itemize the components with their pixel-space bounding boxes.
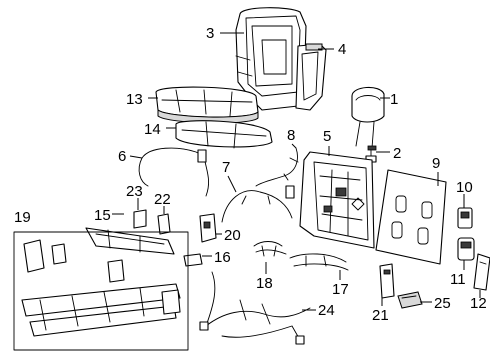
callout-25: 25 xyxy=(434,295,451,312)
callout-8: 8 xyxy=(287,127,295,144)
cable-8 xyxy=(255,147,299,187)
track-bracket xyxy=(85,227,175,255)
switch-10 xyxy=(457,207,473,229)
callout-17: 17 xyxy=(332,281,349,298)
wiring-harness-24 xyxy=(199,271,311,345)
callout-15: 15 xyxy=(94,207,111,224)
bracket-23 xyxy=(133,209,147,229)
connector-16 xyxy=(183,253,203,267)
callout-24: 24 xyxy=(318,302,335,319)
callout-3: 3 xyxy=(206,25,214,42)
module-25 xyxy=(397,291,423,309)
callout-2: 2 xyxy=(393,145,401,162)
seat-back-panel xyxy=(295,43,327,111)
seat-track-assembly xyxy=(13,231,189,351)
bracket-12 xyxy=(473,253,490,291)
latch-20 xyxy=(199,213,217,243)
callout-20: 20 xyxy=(224,227,241,244)
bracket-22 xyxy=(157,213,171,235)
harness-18 xyxy=(253,241,287,257)
callout-6: 6 xyxy=(118,148,126,165)
headrest xyxy=(351,86,385,149)
callout-14: 14 xyxy=(144,121,161,138)
cable-7 xyxy=(221,185,295,223)
callout-7: 7 xyxy=(222,159,230,176)
callout-23: 23 xyxy=(126,183,143,200)
cable-6 xyxy=(138,147,209,197)
harness-17 xyxy=(289,253,349,271)
callout-12: 12 xyxy=(470,295,487,312)
callout-22: 22 xyxy=(154,191,171,208)
handle-21 xyxy=(379,263,395,299)
leader-lines xyxy=(112,32,481,311)
callout-18: 18 xyxy=(256,275,273,292)
callout-1: 1 xyxy=(390,91,398,108)
callout-21: 21 xyxy=(372,307,389,324)
callout-labels: 3 4 13 14 1 8 5 2 6 7 9 10 23 22 19 15 2… xyxy=(14,25,487,324)
seat-cushion xyxy=(155,86,259,124)
callout-19: 19 xyxy=(14,209,31,226)
back-panel-board xyxy=(375,169,447,265)
callout-9: 9 xyxy=(432,155,440,172)
callout-13: 13 xyxy=(126,91,143,108)
callout-16: 16 xyxy=(214,249,231,266)
seat-back-frame xyxy=(235,7,307,111)
callout-4: 4 xyxy=(338,41,346,58)
callout-5: 5 xyxy=(323,128,331,145)
seat-cushion-lower xyxy=(175,120,273,149)
callout-11: 11 xyxy=(450,271,466,288)
switch-11 xyxy=(457,237,475,261)
callout-10: 10 xyxy=(456,179,473,196)
seat-back-mechanism xyxy=(299,151,375,249)
